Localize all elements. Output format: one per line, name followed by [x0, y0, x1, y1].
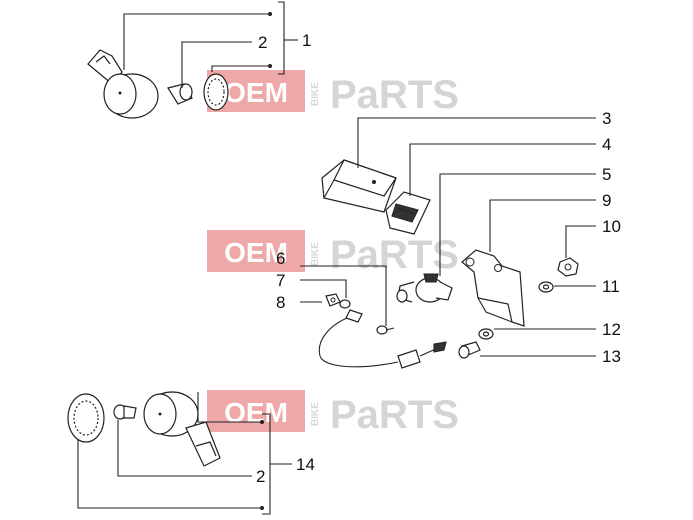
callout-12: 12	[602, 320, 621, 339]
callout-3: 3	[602, 109, 611, 128]
washer-7	[339, 299, 351, 309]
svg-text:OEM: OEM	[224, 77, 288, 108]
svg-text:OEM: OEM	[224, 397, 288, 428]
callout-2-top: 2	[258, 33, 267, 52]
leader-5	[439, 173, 596, 276]
nut-8	[325, 293, 341, 307]
callout-4: 4	[602, 135, 611, 154]
callout-1: 1	[302, 31, 311, 50]
ground-wire	[318, 309, 447, 369]
leader-10	[565, 225, 596, 258]
callout-6: 6	[276, 249, 285, 268]
svg-text:OEM: OEM	[224, 237, 288, 268]
callout-2-bottom: 2	[256, 467, 265, 486]
connector-block	[385, 191, 431, 235]
watermark-middle: OEM BIKE PaRTS	[207, 230, 459, 277]
front-turn-signal-assembly	[87, 49, 229, 119]
callout-5: 5	[602, 165, 611, 184]
leader-lines-top	[123, 1, 298, 88]
mounting-bracket	[461, 249, 525, 327]
callout-9: 9	[602, 191, 611, 210]
bolt-13	[458, 341, 481, 359]
svg-text:BIKE: BIKE	[310, 242, 321, 266]
svg-text:BIKE: BIKE	[310, 402, 321, 426]
horn-switch	[396, 273, 453, 303]
svg-text:PaRTS: PaRTS	[330, 233, 459, 277]
callout-14: 14	[296, 455, 315, 474]
leader-4	[409, 143, 596, 196]
callout-8: 8	[276, 293, 285, 312]
svg-text:PaRTS: PaRTS	[330, 73, 459, 117]
watermark-top: OEM BIKE PaRTS	[207, 70, 459, 117]
callout-10: 10	[602, 217, 621, 236]
watermark-bottom: OEM BIKE PaRTS	[207, 390, 459, 437]
leader-3	[357, 117, 596, 168]
washer-12	[478, 328, 494, 340]
leader-9	[489, 199, 596, 252]
washer-11	[538, 281, 554, 293]
svg-text:BIKE: BIKE	[310, 82, 321, 106]
flasher-relay	[321, 159, 397, 213]
callout-11: 11	[602, 277, 620, 296]
leader-6	[300, 265, 387, 326]
leader-7	[300, 279, 347, 298]
callout-13: 13	[602, 347, 621, 366]
nut	[557, 257, 579, 277]
rear-turn-signal-assembly	[67, 391, 221, 467]
leader-lines-bottom	[77, 392, 292, 515]
svg-text:PaRTS: PaRTS	[330, 393, 459, 437]
screw	[376, 325, 395, 335]
callout-7: 7	[276, 271, 285, 290]
